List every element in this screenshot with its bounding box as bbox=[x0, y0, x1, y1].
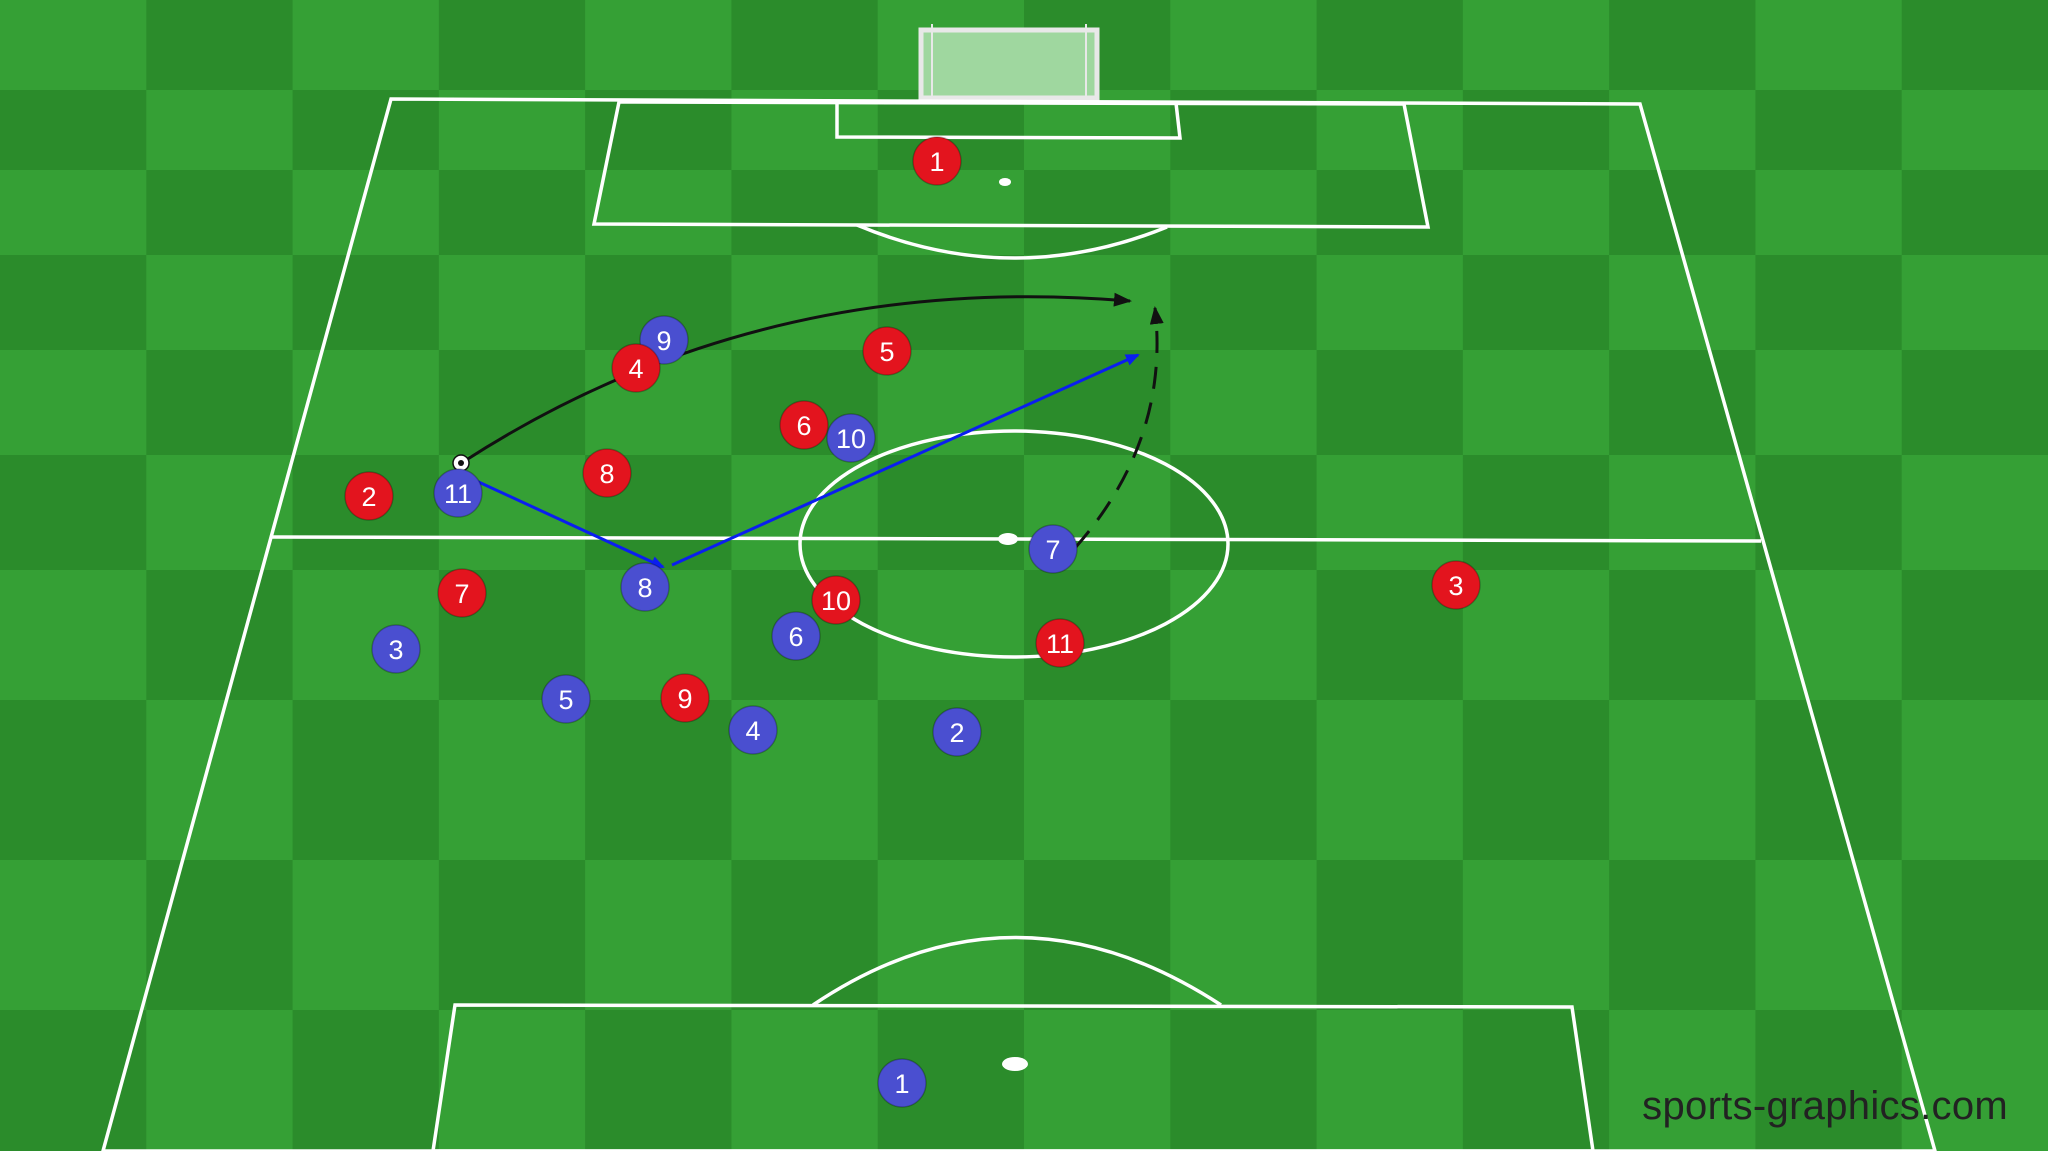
goal bbox=[918, 24, 1100, 101]
red-player-3: 3 bbox=[1431, 560, 1481, 610]
center-spot bbox=[998, 533, 1018, 545]
red-player-7: 7 bbox=[437, 568, 487, 618]
pass-arrow-8-to-space bbox=[671, 353, 1140, 567]
blue-player-4: 4 bbox=[728, 705, 778, 755]
red-player-8: 8 bbox=[582, 448, 632, 498]
blue-player-7: 7 bbox=[1028, 524, 1078, 574]
blue-player-6: 6 bbox=[771, 611, 821, 661]
blue-player-10: 10 bbox=[826, 413, 876, 463]
player-number: 3 bbox=[388, 635, 403, 665]
goal-area-top bbox=[835, 100, 1182, 140]
red-player-4: 4 bbox=[611, 343, 661, 393]
penalty-arc-bottom bbox=[812, 935, 1222, 1007]
player-number: 7 bbox=[1045, 535, 1060, 565]
penalty-arc-top bbox=[856, 223, 1168, 260]
player-number: 5 bbox=[879, 337, 894, 367]
player-number: 5 bbox=[558, 685, 573, 715]
red-player-1: 1 bbox=[912, 136, 962, 186]
player-number: 6 bbox=[788, 622, 803, 652]
red-player-10: 10 bbox=[811, 575, 861, 625]
player-number: 10 bbox=[821, 586, 851, 616]
blue-player-5: 5 bbox=[541, 674, 591, 724]
player-number: 9 bbox=[677, 684, 692, 714]
player-number: 4 bbox=[628, 354, 643, 384]
ball-icon bbox=[452, 454, 470, 472]
red-player-9: 9 bbox=[660, 673, 710, 723]
penalty-spot-top bbox=[999, 178, 1011, 186]
player-number: 1 bbox=[894, 1069, 909, 1099]
blue-player-8: 8 bbox=[620, 562, 670, 612]
run-arrow-7 bbox=[1073, 306, 1164, 549]
penalty-spot-bottom bbox=[1002, 1057, 1028, 1071]
red-player-11: 11 bbox=[1035, 618, 1085, 668]
player-number: 3 bbox=[1448, 571, 1463, 601]
player-number: 9 bbox=[656, 326, 671, 356]
movement-arrows bbox=[462, 292, 1164, 569]
player-number: 7 bbox=[454, 579, 469, 609]
red-player-6: 6 bbox=[779, 400, 829, 450]
player-number: 4 bbox=[745, 716, 760, 746]
blue-player-11: 11 bbox=[433, 468, 483, 518]
player-number: 8 bbox=[599, 459, 614, 489]
blue-player-3: 3 bbox=[371, 624, 421, 674]
watermark-text: sports-graphics.com bbox=[1642, 1084, 2008, 1128]
player-number: 11 bbox=[444, 479, 472, 509]
blue-player-1: 1 bbox=[877, 1058, 927, 1108]
red-player-2: 2 bbox=[344, 471, 394, 521]
player-number: 2 bbox=[949, 718, 964, 748]
player-number: 8 bbox=[637, 573, 652, 603]
pass-arrow-11-to-8 bbox=[469, 476, 665, 569]
center-circle bbox=[798, 429, 1230, 659]
player-number: 10 bbox=[836, 424, 866, 454]
player-number: 11 bbox=[1046, 629, 1074, 659]
long-ball-arrow bbox=[462, 292, 1132, 464]
player-number: 1 bbox=[929, 147, 944, 177]
player-number: 2 bbox=[361, 482, 376, 512]
blue-player-2: 2 bbox=[932, 707, 982, 757]
player-number: 6 bbox=[796, 411, 811, 441]
red-player-5: 5 bbox=[862, 326, 912, 376]
penalty-area-bottom bbox=[431, 1003, 1595, 1151]
